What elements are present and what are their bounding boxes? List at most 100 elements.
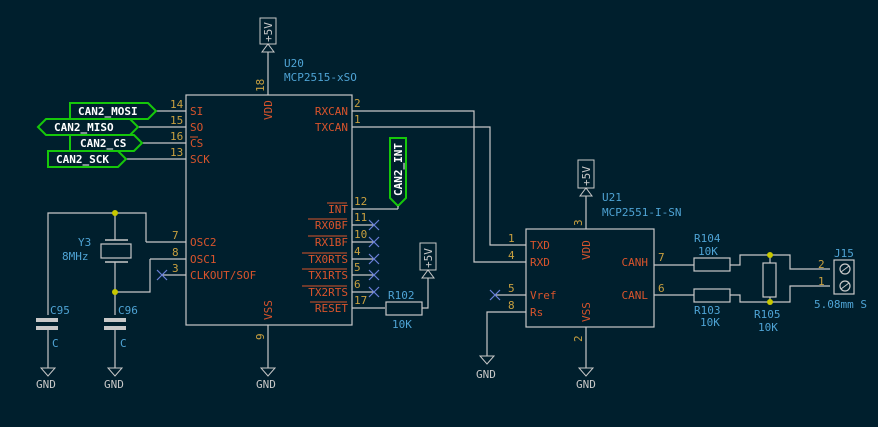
u21-gnd-text: GND	[576, 378, 596, 391]
net-cs-text: CAN2_CS	[80, 137, 126, 150]
u20-pin-7: 7	[172, 229, 179, 242]
u21-pin-rs: Rs	[530, 306, 543, 319]
c95-ref: C95	[50, 304, 70, 317]
resistor-r104[interactable]: R104 10K	[693, 232, 731, 272]
r102-value: 10K	[392, 318, 412, 331]
u21-pin-vref: Vref	[530, 289, 557, 302]
r104-value: 10K	[698, 245, 718, 258]
crystal-wiring	[47, 210, 151, 315]
r103-value: 10K	[700, 316, 720, 329]
u21-value: MCP2551-I-SN	[602, 206, 681, 219]
resistor-r102[interactable]: R102 10K	[385, 278, 429, 331]
u20-pin-12: 12	[354, 195, 367, 208]
u20-pin-17: 17	[354, 294, 367, 307]
r105-ref: R105	[754, 308, 781, 321]
no-connect-marker	[368, 219, 380, 298]
u20-pin-10: 10	[354, 228, 367, 241]
c95-gnd-text: GND	[36, 378, 56, 391]
u20-pin-rx0bf: RX0BF	[315, 219, 348, 232]
u20-gnd-text: GND	[256, 378, 276, 391]
u20-pin-so: SO	[190, 121, 203, 134]
no-connect-marker	[489, 289, 501, 301]
net-label-sck[interactable]: CAN2_SCK	[47, 150, 128, 168]
u21-pin-6: 6	[658, 282, 665, 295]
u20-pin-8: 8	[172, 246, 179, 259]
u20-pin-4: 4	[354, 245, 361, 258]
u20-pin-2: 2	[354, 97, 361, 110]
u20-left-pins: SI 14 SO 15 CS 16 SCK 13 OSC2 7 OSC1 8 C…	[126, 98, 256, 282]
u21-ref: U21	[602, 191, 622, 204]
c95-value: C	[52, 337, 59, 350]
u21-gnd-symbol: GND	[576, 367, 596, 391]
resistor-r105[interactable]: R105 10K	[754, 262, 781, 334]
u21-body	[525, 228, 655, 328]
connector-j15[interactable]: J15 5.08mm S 2 1	[814, 247, 867, 311]
u20-vdd-label: VDD	[262, 100, 275, 120]
u21-pin-canh: CANH	[622, 256, 649, 269]
u20-pin-tx0rts: TX0RTS	[308, 253, 348, 266]
u20-right-pins: RXCAN 2 TXCAN 1 INT 12 RX0BF 11 RX1BF 10…	[302, 97, 398, 315]
r102-5v-symbol: +5V	[419, 242, 437, 279]
u20-pin-reset: RESET	[315, 302, 348, 315]
u20-pin-cs: CS	[190, 137, 203, 150]
rs-gnd-symbol: GND	[476, 355, 496, 381]
u20-vdd-num: 18	[254, 79, 267, 92]
y3-ref: Y3	[78, 236, 91, 249]
u20-pin-13: 13	[170, 146, 183, 159]
u21-pin-5: 5	[508, 282, 515, 295]
can-wires	[385, 110, 526, 263]
u20-pin-tx1rts: TX1RTS	[308, 269, 348, 282]
u21-pin-7: 7	[658, 251, 665, 264]
resistor-r103[interactable]: R103 10K	[693, 288, 731, 329]
u21-vdd-num: 3	[572, 219, 585, 226]
u21-chip[interactable]: U21 MCP2551-I-SN VDD 3 +5V VSS 2 GND TXD…	[476, 159, 694, 391]
c96-gnd-text: GND	[104, 378, 124, 391]
u20-5v-symbol: +5V	[259, 17, 277, 58]
u21-pin-canl: CANL	[622, 289, 649, 302]
u20-5v-text: +5V	[262, 22, 275, 42]
u20-pin-sck: SCK	[190, 153, 210, 166]
u21-vss-label: VSS	[580, 302, 593, 322]
u20-pin-5: 5	[354, 261, 361, 274]
c96-ref: C96	[118, 304, 138, 317]
u20-body	[185, 94, 353, 326]
r102-ref: R102	[388, 289, 415, 302]
net-mosi-text: CAN2_MOSI	[78, 105, 138, 118]
u20-gnd-symbol: GND	[256, 367, 277, 391]
u20-pin-osc1: OSC1	[190, 253, 217, 266]
u20-pin-16: 16	[170, 130, 183, 143]
u20-pin-15: 15	[170, 114, 183, 127]
u20-ref: U20	[284, 57, 304, 70]
u20-pin-int: INT	[328, 203, 348, 216]
u20-pin-si: SI	[190, 105, 203, 118]
capacitor-c95[interactable]: C95 C GND	[36, 304, 70, 391]
u20-pin-rxcan: RXCAN	[315, 105, 348, 118]
r103-ref: R103	[694, 304, 721, 317]
u21-5v-symbol: +5V	[577, 159, 595, 197]
crystal-y3[interactable]: Y3 8MHz	[62, 213, 132, 292]
net-label-mosi[interactable]: CAN2_MOSI	[69, 102, 158, 120]
capacitor-c96[interactable]: C96 C GND	[104, 304, 138, 391]
u20-pin-clkout: CLKOUT/SOF	[190, 269, 256, 282]
r102-5v-text: +5V	[422, 248, 435, 268]
u20-pin-tx2rts: TX2RTS	[308, 286, 348, 299]
u20-pin-1: 1	[354, 113, 361, 126]
net-int-text: CAN2_INT	[392, 143, 405, 196]
j15-pin-1: 1	[818, 275, 825, 288]
u21-vdd-label: VDD	[580, 240, 593, 260]
u20-vss-label: VSS	[262, 300, 275, 320]
net-label-int[interactable]: CAN2_INT	[389, 137, 407, 208]
rs-gnd-text: GND	[476, 368, 496, 381]
net-sck-text: CAN2_SCK	[56, 153, 109, 166]
u21-pin-txd: TXD	[530, 239, 550, 252]
j15-value: 5.08mm S	[814, 298, 867, 311]
u20-chip[interactable]: U20 MCP2515-xSO VDD 18 +5V VSS 9 GND SI …	[126, 17, 398, 391]
j15-pin-2: 2	[818, 258, 825, 271]
r104-ref: R104	[694, 232, 721, 245]
net-label-cs[interactable]: CAN2_CS	[69, 134, 144, 152]
net-label-miso[interactable]: CAN2_MISO	[36, 118, 140, 136]
termination-wiring	[730, 252, 830, 305]
r105-value: 10K	[758, 321, 778, 334]
u20-value: MCP2515-xSO	[284, 71, 357, 84]
